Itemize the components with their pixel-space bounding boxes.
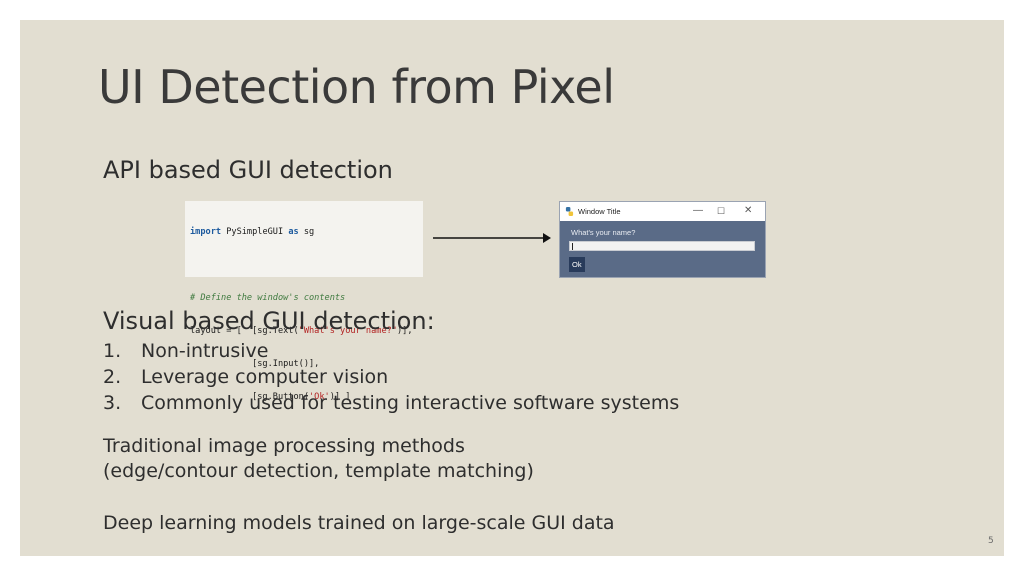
right-arrow-icon xyxy=(433,233,551,243)
code-line-5: [sg.Button('Ok')] ] xyxy=(190,392,351,402)
list-item: 3.Commonly used for testing interactive … xyxy=(103,392,680,414)
code-line-3: layout = [ [sg.Text("What's your name?")… xyxy=(190,326,413,336)
name-label: What's your name? xyxy=(571,228,636,237)
code-line-1: import PySimpleGUI as sg xyxy=(190,227,315,237)
python-logo-icon xyxy=(565,207,574,216)
deep-learning-text: Deep learning models trained on large-sc… xyxy=(103,512,615,534)
visual-heading: Visual based GUI detection: xyxy=(103,307,435,335)
close-icon[interactable]: ✕ xyxy=(744,205,753,216)
code-line-4: [sg.Input()], xyxy=(190,359,320,369)
slide-title: UI Detection from Pixel xyxy=(98,60,615,114)
window-titlebar: Window Title — ☐ ✕ xyxy=(560,202,765,221)
name-input[interactable] xyxy=(569,241,755,251)
api-heading: API based GUI detection xyxy=(103,156,393,184)
ok-button[interactable]: Ok xyxy=(569,257,585,272)
feature-list: 1.Non-intrusive 2.Leverage computer visi… xyxy=(103,338,679,416)
minimize-icon[interactable]: — xyxy=(693,205,703,216)
code-snippet: import PySimpleGUI as sg # Define the wi… xyxy=(185,201,423,402)
window-title: Window Title xyxy=(578,207,621,216)
window-mock: Window Title — ☐ ✕ What's your name? Ok xyxy=(559,201,766,278)
text-caret xyxy=(572,243,573,250)
code-line-comment: # Define the window's contents xyxy=(190,293,346,303)
code-line-blank xyxy=(190,260,419,271)
traditional-methods-text: Traditional image processing methods (ed… xyxy=(103,435,534,482)
page-number: 5 xyxy=(988,536,994,546)
list-item: 2.Leverage computer vision xyxy=(103,366,389,388)
slide: UI Detection from Pixel API based GUI de… xyxy=(20,20,1004,556)
maximize-icon[interactable]: ☐ xyxy=(717,206,726,216)
list-item: 1.Non-intrusive xyxy=(103,340,269,362)
